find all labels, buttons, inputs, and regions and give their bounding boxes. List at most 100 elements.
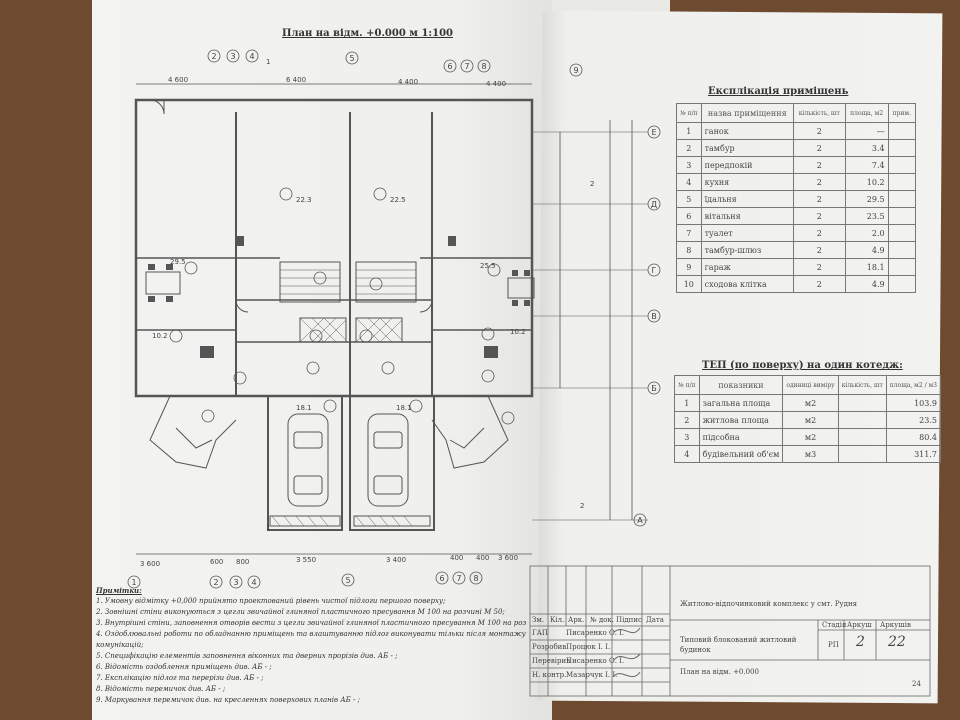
stamp-col-header: Арк. [568, 616, 585, 624]
dim-top-2: 6 400 [286, 76, 306, 84]
axis-label: 4 [251, 578, 256, 587]
axis-label: Д [651, 200, 657, 209]
axis-markers-top [207, 49, 583, 77]
table-header-row: № п/п назва приміщення кількість, шт пло… [676, 103, 917, 123]
cell-name: сходова клітка [700, 275, 794, 293]
stamp-person: Писаренко О. І. [566, 657, 625, 665]
section-mark: 1 [266, 524, 270, 532]
stamp-sheet-name: План на відм. +0.000 [680, 668, 759, 676]
stamp-sheets-label: Аркушів [880, 621, 911, 629]
room-area: 18.1 [396, 404, 412, 412]
car-icon [367, 413, 409, 507]
plan-title: План на відм. +0.000 м 1:100 [282, 28, 453, 39]
axis-label: Г [652, 266, 657, 275]
dining-table [145, 271, 181, 295]
stamp-stage-label: Стадія [822, 621, 847, 629]
dim-bottom-5: 3 400 [386, 556, 406, 564]
note-line: 7. Експлікацію підлог та перерізи див. А… [96, 674, 264, 682]
stamp-col-header: Підпис [616, 616, 642, 624]
note-line: 5. Специфікацію елементів заповнення вік… [96, 652, 398, 660]
axis-label: 4 [249, 52, 254, 61]
dining-table [507, 277, 535, 299]
notes-heading: Примітки: [96, 586, 142, 595]
cell-num: 10 [676, 275, 702, 293]
dim-top-4: 4 400 [486, 80, 506, 88]
axis-label: Б [651, 384, 657, 393]
axis-label: 8 [481, 62, 486, 71]
stamp-col-header: № док. [590, 616, 614, 624]
axis-markers-right [633, 125, 661, 527]
stamp-col-header: Кіл. [550, 616, 565, 624]
stamp-role: ГАП [532, 629, 549, 637]
stamp-stage: РП [828, 641, 839, 649]
dim-bottom-4: 3 550 [296, 556, 316, 564]
note-line: 2. Зовнішні стіни виконуються з цегли зв… [96, 608, 505, 616]
outer-wall [134, 98, 534, 398]
dim-top-3: 4 400 [398, 78, 418, 86]
stamp-project: Житлово-відпочинковий комплекс у смт. Ру… [680, 600, 858, 608]
axis-markers-bottom [127, 571, 483, 589]
axis-label: 3 [230, 52, 235, 61]
note-line: 8. Відомість перемичок див. АБ - ; [96, 685, 226, 693]
axis-label: 5 [345, 576, 350, 585]
dim-bottom-7: 400 [476, 554, 489, 562]
explication-title: Експлікація приміщень [708, 86, 849, 97]
note-line: 3. Внутрішні стіни, заповнення отворів в… [96, 619, 526, 627]
axis-label: В [651, 312, 657, 321]
stamp-sheet-number: 2 [856, 634, 865, 650]
cell-value: 311.7 [885, 445, 941, 463]
axis-label: 1 [131, 578, 136, 587]
notes: Примітки: 1. Умовну відмітку +0,000 прий… [96, 585, 526, 706]
stamp-sheet-label: Аркуш [847, 621, 872, 629]
car-icon [287, 413, 329, 507]
axis-label: 6 [439, 574, 444, 583]
stamp-person: Мазарчук І. І. [566, 671, 618, 679]
room-area: 29.5 [170, 258, 186, 266]
signature [613, 627, 641, 634]
axis-label: А [637, 516, 643, 525]
tep-table: № п/п показники одиниці виміру кількість… [674, 375, 941, 463]
section-mark: 2 [590, 180, 594, 188]
explication-table: № п/п назва приміщення кількість, шт пло… [676, 103, 917, 293]
room-area: 10.2 [510, 328, 526, 336]
stamp-role: Розробив [532, 643, 567, 651]
note-line: 9. Маркування перемичок див. на кресленн… [96, 696, 360, 704]
stamp-col-header: Зм. [532, 616, 545, 624]
dim-bottom-3: 800 [236, 558, 249, 566]
axis-label: 2 [211, 52, 216, 61]
section-mark: 2 [580, 502, 584, 510]
axis-label: 7 [456, 574, 461, 583]
note-line: 4. Оздоблювальні роботи по обладнанню пр… [96, 630, 526, 638]
stamp-col-header: Дата [646, 616, 664, 624]
table-header-row: № п/п показники одиниці виміру кількість… [674, 375, 941, 395]
cell-value: 23.5 [885, 411, 941, 429]
room-area: 22.3 [296, 196, 312, 204]
stamp-person: Процюк І. І. [566, 643, 611, 651]
room-area: 25.5 [480, 262, 496, 270]
dim-bottom-2: 600 [210, 558, 223, 566]
note-line: 6. Відомість оздоблення приміщень див. А… [96, 663, 272, 671]
cell-note [887, 275, 917, 293]
room-area: 22.5 [390, 196, 406, 204]
axis-label: 3 [233, 578, 238, 587]
axis-label: 7 [464, 62, 469, 71]
signature [613, 671, 641, 678]
tep-title: ТЕП (по поверху) на один котедж: [702, 360, 903, 371]
section-mark: 1 [266, 58, 270, 66]
stamp-person: Писаренко О. І. [566, 629, 625, 637]
left-sheet [92, 0, 552, 720]
room-area: 10.2 [152, 332, 168, 340]
note-line: комунікацій; [96, 641, 144, 649]
axis-label: Е [651, 128, 656, 137]
axis-label: 9 [573, 66, 578, 75]
dim-bottom-8: 3 600 [498, 554, 518, 562]
signature [613, 653, 641, 661]
note-line: 1. Умовну відмітку +0,000 прийнято проек… [96, 597, 446, 605]
axis-label: 2 [213, 578, 218, 587]
